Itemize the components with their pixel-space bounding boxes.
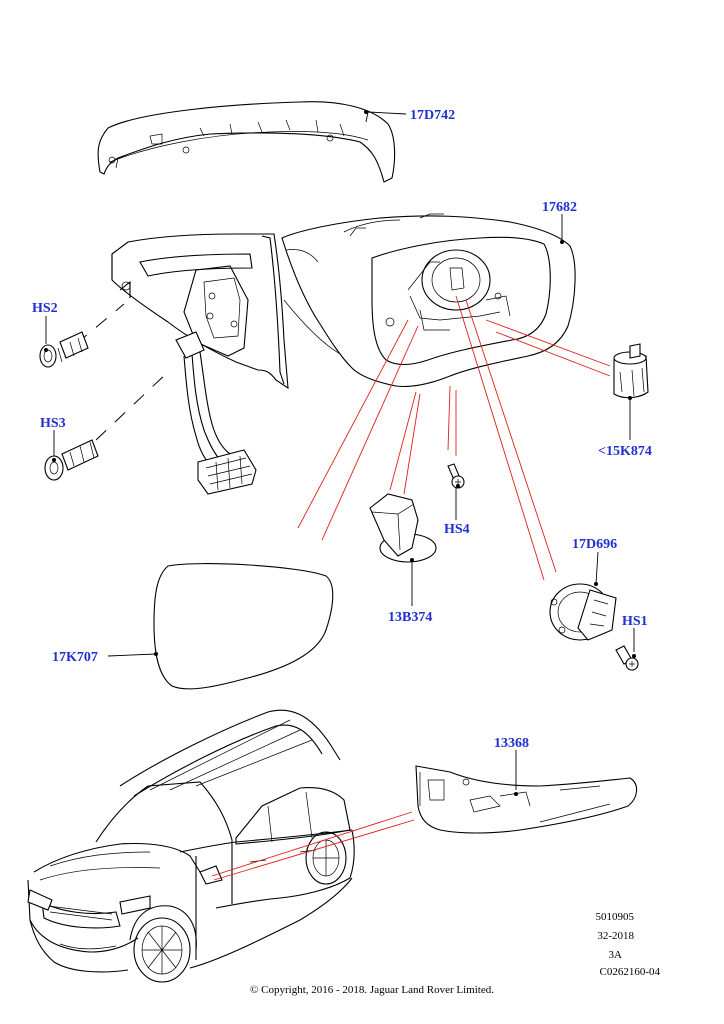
hs3-axis-line — [95, 371, 169, 441]
part-label-17682[interactable]: 17682 — [542, 200, 577, 215]
mirror-assembly-drawing — [111, 213, 576, 495]
part-label-17k707[interactable]: 17K707 — [52, 650, 98, 665]
copyright-notice: © Copyright, 2016 - 2018. Jaguar Land Ro… — [250, 984, 494, 996]
screw-hs1-drawing — [615, 645, 639, 671]
mirror-cap-drawing — [97, 101, 396, 183]
side-repeater-drawing — [415, 765, 638, 834]
callout-lines — [211, 295, 611, 881]
part-label-13b374[interactable]: 13B374 — [388, 610, 432, 625]
actuator-drawing — [549, 583, 617, 641]
part-label-hs2[interactable]: HS2 — [32, 301, 58, 316]
part-label-15k874[interactable]: <15K874 — [598, 444, 652, 459]
part-label-hs4[interactable]: HS4 — [444, 522, 470, 537]
reference-line-2: 32-2018 — [597, 930, 634, 942]
reference-line-3: 3A — [609, 949, 623, 961]
part-label-hs1[interactable]: HS1 — [622, 614, 648, 629]
part-label-hs3[interactable]: HS3 — [40, 416, 66, 431]
part-label-17d742[interactable]: 17D742 — [410, 108, 455, 123]
reference-line-4: C0262160-04 — [600, 966, 661, 978]
puddle-lamp-drawing — [369, 493, 437, 563]
reference-block: 5010905 32-2018 3A C0262160-04 — [596, 911, 661, 978]
screw-hs2-drawing — [39, 331, 89, 368]
leader-lines — [44, 110, 636, 796]
screw-hs4-drawing — [447, 463, 465, 489]
bulb-holder-drawing — [613, 343, 649, 399]
vehicle-drawing — [27, 709, 355, 983]
part-label-17d696[interactable]: 17D696 — [572, 537, 617, 552]
screw-hs3-drawing — [44, 439, 99, 481]
mirror-glass-drawing — [153, 563, 334, 690]
reference-line-1: 5010905 — [596, 911, 635, 923]
part-label-13368[interactable]: 13368 — [494, 736, 529, 751]
